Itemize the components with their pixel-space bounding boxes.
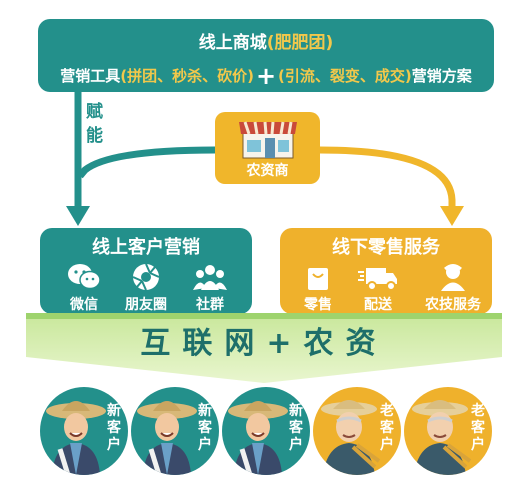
- online-marketing-title: 线上客户营销: [92, 237, 200, 258]
- young-farmer-icon: [228, 401, 288, 475]
- online-item-label: 朋友圈: [125, 297, 167, 313]
- customer-tag: 老客户: [380, 403, 394, 453]
- arrow-head-left: [66, 206, 90, 226]
- agri-store-label: 农资商: [246, 163, 289, 179]
- elderly-farmer-icon: [321, 400, 381, 475]
- customer-tag: 新客户: [289, 403, 303, 453]
- agronomist-icon: [441, 264, 465, 291]
- customer-tag: 新客户: [198, 403, 212, 453]
- marketing-methods-detail: (引流、裂变、成交): [278, 67, 412, 85]
- arrow-store-left: [77, 146, 216, 179]
- young-farmer-icon: [137, 401, 197, 475]
- customer-avatar: 新客户: [131, 387, 219, 475]
- plus-sign: +: [255, 62, 277, 90]
- offline-item-delivery: 配送: [346, 262, 410, 314]
- customer-avatar: 新客户: [40, 387, 128, 475]
- moments-icon: [132, 263, 160, 291]
- online-mall-text: 线上商城: [198, 33, 267, 53]
- marketing-plan-text: 营销方案: [411, 67, 472, 85]
- marketing-tools-text: 营销工具: [60, 67, 121, 85]
- customer-avatar: 新客户: [222, 387, 310, 475]
- community-icon: [193, 265, 227, 290]
- customer-avatar: 老客户: [313, 387, 401, 475]
- customer-avatar: 老客户: [404, 387, 492, 475]
- offline-retail-title: 线下零售服务: [332, 237, 440, 258]
- marketing-tools-detail: (拼团、秒杀、砍价): [120, 67, 254, 85]
- storefront-icon: [239, 121, 297, 159]
- offline-item-retail: 零售: [286, 262, 350, 314]
- customer-tag: 新客户: [107, 403, 121, 453]
- online-marketing-panel: 线上客户营销 微信 朋友圈 社群: [40, 228, 252, 314]
- offline-item-agronomy: 农技服务: [416, 262, 490, 314]
- offline-item-label: 零售: [304, 297, 332, 313]
- arrow-head-right: [440, 206, 464, 226]
- delivery-truck-icon: [358, 268, 397, 291]
- online-mall-brand: (肥肥团): [266, 33, 334, 53]
- young-farmer-icon: [46, 401, 106, 475]
- internet-agri-band: [26, 313, 502, 383]
- wechat-icon: [68, 264, 101, 290]
- online-item-community: 社群: [178, 262, 242, 314]
- online-item-moments: 朋友圈: [114, 262, 178, 314]
- internet-agri-text: 互联网+农资: [140, 326, 388, 361]
- elderly-farmer-icon: [412, 400, 472, 475]
- empower-label: 赋能: [86, 102, 103, 146]
- marketing-line: 营销工具(拼团、秒杀、砍价)+(引流、裂变、成交)营销方案: [38, 62, 494, 90]
- top-banner: 线上商城(肥肥团) 营销工具(拼团、秒杀、砍价)+(引流、裂变、成交)营销方案: [38, 19, 494, 92]
- online-item-label: 微信: [70, 297, 98, 313]
- online-item-label: 社群: [196, 297, 224, 313]
- online-item-wechat: 微信: [52, 262, 116, 314]
- offline-retail-panel: 线下零售服务 零售 配送 农技服务: [280, 228, 492, 314]
- online-mall-line: 线上商城(肥肥团): [38, 28, 494, 53]
- customer-tag: 老客户: [471, 403, 485, 453]
- offline-item-label: 农技服务: [425, 297, 481, 313]
- shopping-bag-icon: [308, 268, 328, 290]
- agri-store-badge: 农资商: [215, 112, 320, 184]
- offline-item-label: 配送: [364, 297, 392, 313]
- arrow-store-right: [319, 146, 456, 208]
